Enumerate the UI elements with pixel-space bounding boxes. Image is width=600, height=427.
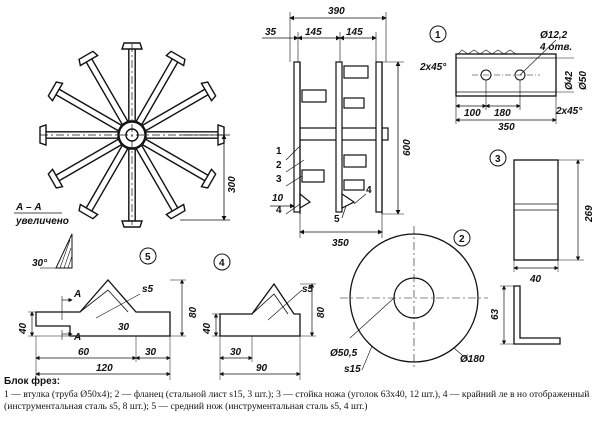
- caption-title: Блок фрез:: [4, 376, 61, 387]
- rotor-blade-tip: [47, 81, 64, 102]
- dim-40-angle: 40: [529, 274, 542, 285]
- chamfer-left: 2x45°: [419, 62, 447, 73]
- hole-diameter: Ø12,2: [540, 30, 568, 41]
- dim-145-right: 145: [346, 27, 363, 38]
- dim-390: 390: [328, 6, 345, 17]
- dia-42: Ø42: [564, 71, 575, 90]
- rotor-blade-tip: [165, 50, 186, 67]
- dim-10: 10: [272, 193, 284, 204]
- dia-50-5: Ø50,5: [330, 348, 358, 359]
- dim-40-blade4: 40: [202, 322, 213, 335]
- caption: Блок фрез: 1 — втулка (труба Ø50х4); 2 —…: [4, 376, 596, 414]
- blade-angle: 30°: [32, 258, 48, 269]
- dim-269: 269: [584, 205, 595, 223]
- hole-count: 4 отв.: [539, 42, 572, 53]
- dim-100: 100: [464, 108, 481, 119]
- rotor-top-view: [39, 42, 225, 228]
- dim-80-blade4: 80: [316, 306, 327, 318]
- dia-180: Ø180: [460, 354, 485, 365]
- rotor-blade-tip: [200, 168, 217, 189]
- dim-145-left: 145: [305, 27, 322, 38]
- detail-2-number: 2: [459, 234, 465, 245]
- dim-300: 300: [227, 176, 238, 193]
- detail-3-number: 3: [495, 154, 501, 165]
- dim-80-blade5: 80: [188, 306, 199, 318]
- section-a-top: A: [73, 289, 81, 300]
- dim-30-blade5: 30: [118, 322, 130, 333]
- rotor-blade-tip: [165, 203, 186, 220]
- dim-60: 60: [78, 347, 90, 358]
- detail-1-number: 1: [435, 30, 441, 41]
- callout-3: 3: [276, 174, 282, 185]
- rotor-blade-tip: [78, 50, 99, 67]
- blade-thickness-4: s5: [302, 284, 314, 295]
- chamfer-right: 2x45°: [555, 106, 583, 117]
- section-label: А – А: [15, 202, 42, 213]
- callout-4-left: 4: [276, 205, 282, 216]
- blade-thickness-5: s5: [142, 284, 154, 295]
- detail-4-number: 4: [219, 258, 225, 269]
- dim-40-blade5: 40: [18, 322, 29, 335]
- dim-30-blade4: 30: [230, 347, 242, 358]
- dim-350-side: 350: [332, 238, 349, 249]
- rotor-blade-tip: [200, 81, 217, 102]
- dim-63: 63: [490, 308, 501, 320]
- callout-4-right: 4: [366, 185, 372, 196]
- dim-35: 35: [265, 27, 277, 38]
- dim-600: 600: [402, 139, 413, 156]
- dim-90: 90: [256, 363, 268, 374]
- rotor-blade-tip: [47, 168, 64, 189]
- caption-text: 1 — втулка (труба Ø50х4); 2 — фланец (ст…: [4, 388, 590, 413]
- rotor-spokes: [39, 42, 225, 228]
- dim-120: 120: [96, 363, 113, 374]
- dim-30-right: 30: [145, 347, 157, 358]
- rotor-blade-tip: [78, 203, 99, 220]
- callout-1: 1: [276, 146, 282, 157]
- detail-5-number: 5: [145, 252, 151, 263]
- callout-5: 5: [334, 214, 340, 225]
- flange-thickness: s15: [344, 364, 361, 375]
- section-sub-label: увеличено: [15, 216, 69, 227]
- dim-350-bushing: 350: [498, 122, 515, 133]
- callout-2: 2: [276, 160, 282, 171]
- rotor-side-view: [262, 12, 404, 238]
- dia-50: Ø50: [578, 71, 589, 90]
- dim-180: 180: [494, 108, 511, 119]
- section-a-bottom: A: [73, 332, 81, 343]
